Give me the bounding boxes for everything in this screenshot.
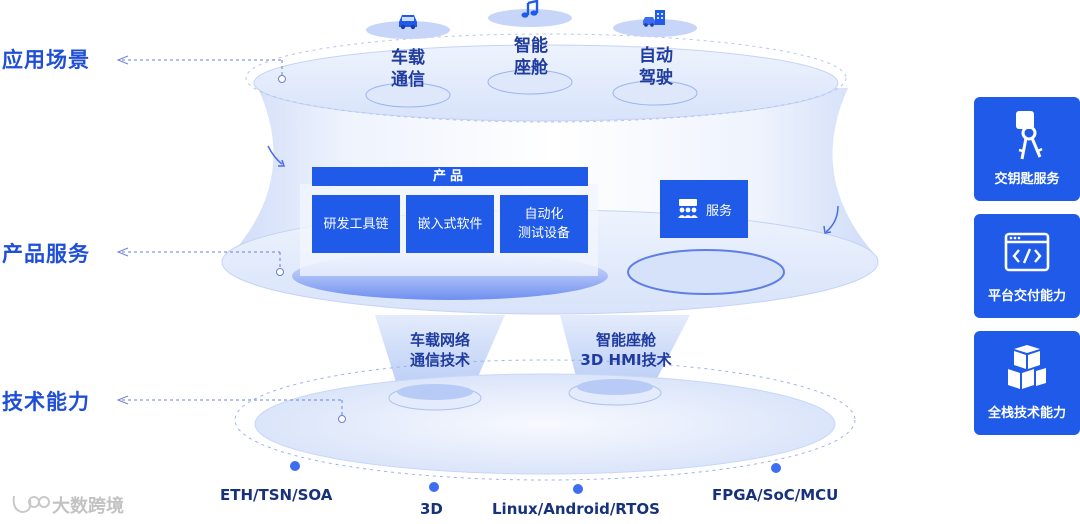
keys-icon [1016,111,1043,160]
card-turnkey-service: 交钥匙服务 [974,97,1080,201]
base-tag-os: Linux/Android/RTOS [492,500,660,518]
watermark-text: 大数跨境 [52,496,124,517]
service-plate [627,249,785,295]
music-note-icon [521,0,539,18]
products-header: 产品 [312,167,588,186]
card-full-stack: 全栈技术能力 [974,331,1080,435]
tech-vehicle-network: 车载网络 通信技术 [409,331,470,369]
watermark: 大数跨境 [10,490,145,518]
base-tag-eth-tsn-soa: ETH/TSN/SOA [220,486,333,504]
product-dev-toolchain: 研发工具链 [312,195,400,253]
base-disc-ring [234,359,856,481]
card-platform-delivery: 平台交付能力 [974,214,1080,318]
scenario-smart-cockpit: 智能 座舱 [514,36,548,78]
base-tag-3d: 3D [420,500,443,518]
top-disc-ring [245,33,847,123]
cubes-icon [1008,345,1046,389]
product-automated-test-equipment: 自动化 测试设备 [500,195,588,253]
code-window-icon [1004,232,1050,272]
watermark-logo [12,495,50,514]
car-building-icon [643,10,665,27]
card-full-stack-label: 全栈技术能力 [987,406,1066,421]
scenario-autonomous-driving: 自动 驾驶 [639,46,673,88]
card-turnkey-service-label: 交钥匙服务 [994,172,1060,187]
car-icon [399,15,417,30]
scenario-vehicle-communication: 车载 通信 [391,48,425,90]
tech-cockpit-3d-hmi: 智能座舱 3D HMI技术 [580,331,672,369]
layer-label-technology: 技术能力 [2,390,90,414]
product-embedded-software: 嵌入式软件 [406,195,494,253]
card-platform-delivery-label: 平台交付能力 [987,289,1066,304]
service-box: 服务 [660,180,748,238]
base-tag-chips: FPGA/SoC/MCU [712,486,839,504]
layer-label-application: 应用场景 [2,48,90,72]
base-disc [254,373,836,475]
layer-label-product-service: 产品服务 [2,242,90,266]
service-label: 服务 [705,203,732,219]
people-icon [677,199,698,218]
